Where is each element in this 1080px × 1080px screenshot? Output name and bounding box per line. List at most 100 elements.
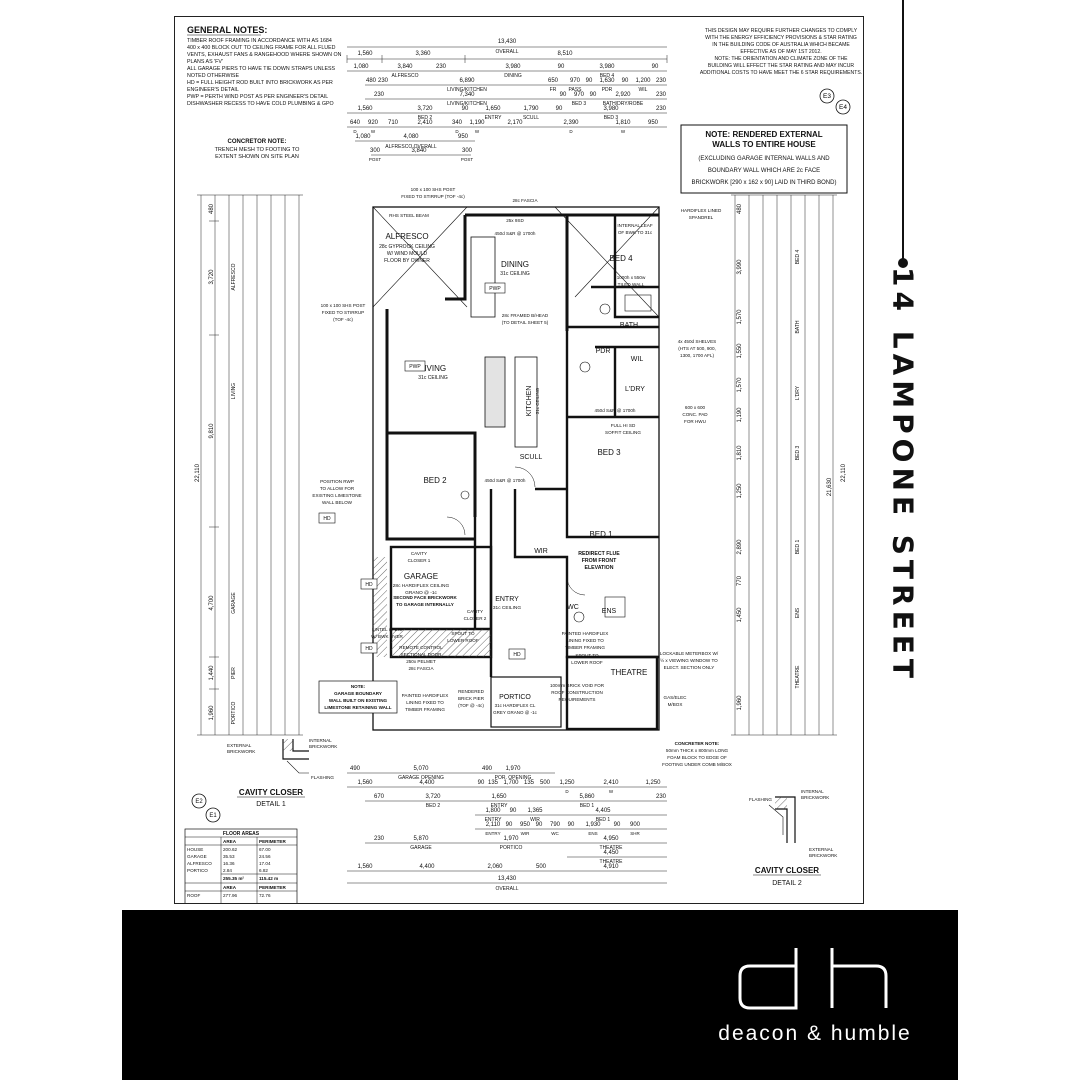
callout-text: CLOSER 2: [464, 616, 487, 621]
dim-text: 1,560: [357, 780, 373, 786]
detail-title: CAVITY CLOSER: [755, 866, 819, 875]
floor-areas-table: FLOOR AREAS AREA PERIMETER HOUSE 200.62 …: [184, 828, 298, 903]
alfresco-diagonal: [372, 206, 468, 308]
dim-label: GARAGE: [410, 845, 432, 851]
dim-text: 3,980: [603, 106, 619, 112]
dim-text: 6,890: [459, 78, 475, 84]
dim-text: 90: [652, 64, 659, 70]
callout-text: 450d S&R @ 1700h: [595, 408, 636, 413]
general-note-line: ALL GARAGE PIERS TO HAVE TIE DOWN STRAPS…: [187, 66, 336, 72]
callout-text: SECTIONAL DOOR: [401, 652, 443, 657]
table-cell: GARAGE: [187, 854, 207, 859]
right-dimensions: 22,110 21,630 480 3,990 1,570 1,550 1,57…: [731, 194, 847, 736]
dim-text: 1,650: [485, 106, 501, 112]
dim-text: 1,970: [503, 836, 519, 842]
dim-label: POR. OPENING: [495, 775, 532, 781]
dim-text: 8,510: [557, 51, 573, 57]
dim-label: THEATRE: [600, 859, 624, 865]
dim-label: BED 1: [795, 540, 801, 555]
callout-text: LINING FIXED TO: [566, 638, 604, 643]
dim-text: 300: [370, 148, 381, 154]
dim-text: 90: [478, 780, 485, 786]
dim-label: OVERALL: [495, 49, 518, 55]
room-entry: ENTRY: [495, 596, 519, 603]
dim-label: D: [455, 129, 459, 134]
elevation-marker-icon: [819, 88, 835, 104]
concretor-note-line: TRENCH MESH TO FOOTING TO: [215, 147, 301, 153]
dim-label: W: [371, 129, 376, 134]
table-cell: HOUSE: [187, 847, 203, 852]
table-cell: 255.35 m²: [223, 876, 244, 881]
table-cell: 16.36: [223, 861, 235, 866]
table-cell: 277.96: [223, 893, 237, 898]
detail-label: EXTERNAL: [809, 847, 834, 852]
dim-text: 4,700: [209, 595, 215, 611]
detail-label: FLASHING: [311, 775, 334, 780]
callout-text: FIXED TO STIRRUP: [322, 310, 364, 315]
dim-text: 90: [506, 822, 513, 828]
rendered-note-line: (EXCLUDING GARAGE INTERNAL WALLS AND: [698, 156, 830, 162]
dim-text: 7,340: [459, 92, 475, 98]
dim-label: WIR: [530, 817, 540, 823]
decor-vertical-line: [902, 0, 904, 262]
room-ldry: L'DRY: [625, 386, 645, 393]
callout-text: (TO DETAIL SHEET 5): [502, 320, 549, 325]
dim-text: 3,720: [209, 269, 215, 285]
dim-text: 22,110: [195, 463, 201, 482]
callout-text: ½ x VIEWING WINDOW TO: [660, 657, 718, 663]
elevation-label: E3: [823, 93, 831, 100]
detail-label: INTERNAL: [801, 789, 824, 794]
callout-text: 25x 9SD: [506, 218, 524, 223]
dim-label: ENTRY: [485, 817, 503, 823]
energy-note: THIS DESIGN MAY REQUIRE FURTHER CHANGES …: [700, 28, 862, 76]
dim-text: 4,400: [419, 864, 435, 870]
callout-text: FOAM BLOCK TO EDGE OF: [667, 755, 727, 760]
hd-label: HD: [513, 652, 521, 658]
callout-text: CAVITY: [411, 551, 427, 556]
dim-text: 1,790: [523, 106, 539, 112]
top-dimensions: 13,430 OVERALL 1,560 3,360 8,510 1,080 3…: [346, 39, 668, 162]
room-bed1: BED 1: [589, 530, 613, 539]
dim-text: 5,860: [579, 794, 595, 800]
dim-label: PORTICO: [500, 845, 523, 851]
hd-marker: [360, 578, 378, 590]
room-wc: WC: [567, 604, 579, 611]
main-walls: [385, 213, 659, 541]
dim-text: 1,365: [527, 808, 543, 814]
dim-text: 480: [209, 203, 215, 214]
dim-label: ALFRESCO OVERALL: [385, 144, 437, 150]
hd-marker: [318, 512, 336, 524]
dim-text: 970: [574, 92, 585, 98]
garage-hatch: [391, 629, 491, 657]
dim-text: 4,910: [603, 864, 619, 870]
dim-label: BED 4: [600, 73, 615, 79]
dim-text: 640: [350, 120, 361, 126]
dim-text: 1,970: [505, 766, 521, 772]
dim-text: 1,550: [737, 343, 743, 359]
dim-label: PORTICO: [231, 702, 237, 725]
shower-tray: [604, 596, 626, 618]
callout-text: GARAGE BOUNDARY: [334, 691, 382, 696]
table-cell: PORTICO: [187, 868, 208, 873]
general-notes-title: GENERAL NOTES:: [187, 25, 267, 35]
dim-text: 13,430: [498, 876, 517, 882]
dim-label: GARAGE: [231, 592, 237, 614]
door-swing: [566, 576, 586, 596]
general-note-line: NOTED OTHERWISE: [187, 73, 239, 79]
dim-text: 1,960: [209, 705, 215, 721]
hd-label: HD: [365, 646, 373, 652]
dim-label: D: [569, 129, 573, 134]
dim-text: 1,560: [357, 51, 373, 57]
hd-marker: [508, 648, 526, 660]
callout-text: W/ BWK OVER: [371, 634, 403, 639]
callout-text: LOWER ROOF: [571, 660, 603, 665]
dim-text: 2,170: [507, 120, 523, 126]
dim-label: LIVING/KITCHEN: [447, 101, 487, 107]
callout-text: OF BWK TO 31c: [618, 230, 653, 235]
dim-text: 490: [350, 766, 361, 772]
table-cell: 35.53: [223, 854, 235, 859]
dim-label: POST: [369, 157, 382, 162]
dim-text: 770: [737, 575, 743, 586]
brand-footer: [122, 910, 958, 1080]
dim-label: BATH/DRY/ROBE: [603, 101, 644, 107]
